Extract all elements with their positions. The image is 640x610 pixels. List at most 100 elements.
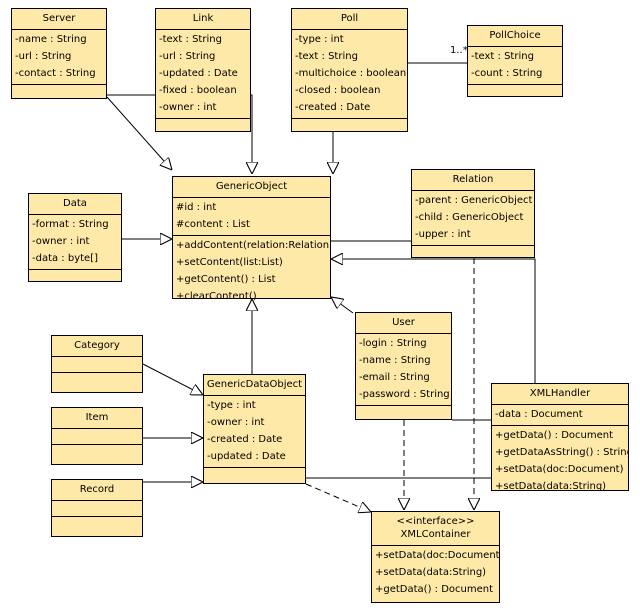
- member-row: -closed : boolean: [295, 85, 381, 96]
- class-name: Link: [192, 13, 214, 24]
- class-name: Poll: [340, 13, 359, 24]
- member-row: -login : String: [359, 338, 427, 349]
- edge-genericdataobject-xmlcontainer: [305, 483, 371, 512]
- member-row: -type : int: [207, 400, 256, 411]
- member-row: -contact : String: [15, 68, 96, 79]
- member-row: -upper : int: [415, 229, 471, 240]
- attributes-section: -data : Document: [492, 404, 628, 425]
- member-row: -updated : Date: [159, 68, 238, 79]
- methods-section: [292, 118, 407, 134]
- member-row: #id : int: [176, 202, 217, 213]
- methods-section: [52, 372, 142, 388]
- class-item[interactable]: Item: [51, 407, 143, 465]
- member-row: -email : String: [359, 372, 430, 383]
- stereotype-label: <<interface>>: [396, 516, 475, 527]
- class-name: Item: [85, 412, 109, 423]
- attributes-section: [52, 500, 142, 516]
- member-row: -multichoice : boolean: [295, 68, 407, 79]
- class-name: GenericDataObject: [206, 379, 303, 390]
- class-name: Data: [63, 198, 87, 209]
- member-row: -type : int: [295, 34, 344, 45]
- member-row: +getData() : Document: [495, 430, 614, 441]
- class-server[interactable]: Server -name : String -url : String -conta…: [11, 8, 107, 99]
- member-row: -text : String: [471, 51, 534, 62]
- interface-xmlcontainer[interactable]: <<interface>> XMLContainer +setData(doc:…: [371, 511, 500, 603]
- member-row: +setData(data:String): [375, 567, 487, 578]
- class-name: Server: [42, 13, 76, 24]
- class-user[interactable]: User -login : String -name : String -email…: [355, 312, 452, 420]
- methods-section: [12, 84, 106, 100]
- methods-section: +setData(doc:Document) +setData(data:Stri…: [372, 545, 499, 600]
- attributes-section: [52, 428, 142, 444]
- attributes-section: -type : int -text : String -multichoice : …: [292, 29, 407, 118]
- member-row: -parent : GenericObject: [415, 195, 533, 206]
- member-row: -owner : int: [159, 102, 217, 113]
- class-link[interactable]: Link -text : String -url : String -updated…: [155, 8, 251, 132]
- class-name: User: [392, 317, 415, 328]
- member-row: +clearContent(): [176, 291, 257, 302]
- member-row: -format : String: [32, 219, 109, 230]
- member-row: -name : String: [15, 34, 87, 45]
- member-row: +getContent() : List: [176, 274, 276, 285]
- methods-section: [356, 405, 451, 421]
- member-row: +setData(doc:Document): [375, 550, 499, 561]
- attributes-section: -login : String -name : String -email : St…: [356, 333, 451, 405]
- class-name: Relation: [452, 174, 494, 185]
- member-row: +addContent(relation:Relation): [176, 240, 330, 251]
- member-row: -url : String: [159, 51, 216, 62]
- methods-section: [156, 118, 250, 134]
- member-row: #content : List: [176, 219, 250, 230]
- member-row: +getData() : Document: [375, 584, 494, 595]
- class-name: GenericObject: [215, 181, 288, 192]
- member-row: +setData(data:String): [495, 481, 607, 492]
- member-row: -updated : Date: [207, 451, 286, 462]
- edge-category-genericdataobject: [142, 363, 203, 395]
- methods-section: +getData() : Document +getDataAsString() …: [492, 425, 628, 497]
- member-row: -owner : int: [32, 236, 90, 247]
- attributes-section: -parent : GenericObject -child : GenericO…: [412, 190, 534, 245]
- methods-section: +addContent(relation:Relation) +setConten…: [173, 235, 330, 307]
- member-row: +setContent(list:List): [176, 257, 283, 268]
- methods-section: [52, 516, 142, 532]
- class-name: XMLContainer: [400, 529, 471, 540]
- class-genericdataobject[interactable]: GenericDataObject -type : int -owner : in…: [203, 374, 306, 484]
- class-name: XMLHandler: [529, 388, 591, 399]
- member-row: -count : String: [471, 68, 543, 79]
- member-row: -text : String: [159, 34, 222, 45]
- class-pollchoice[interactable]: PollChoice -text : String -count : String: [467, 25, 563, 97]
- member-row: -created : Date: [295, 102, 371, 113]
- attributes-section: -format : String -owner : int -data : byte…: [29, 214, 121, 269]
- class-name: Category: [74, 340, 120, 351]
- attributes-section: [52, 356, 142, 372]
- class-name: PollChoice: [489, 30, 541, 41]
- member-row: -created : Date: [207, 434, 283, 445]
- member-row: +setData(doc:Document): [495, 464, 624, 475]
- member-row: -data : Document: [495, 409, 583, 420]
- member-row: -data : byte[]: [32, 253, 99, 264]
- attributes-section: -text : String -count : String: [468, 46, 562, 84]
- member-row: -url : String: [15, 51, 72, 62]
- class-poll[interactable]: Poll -type : int -text : String -multichoi…: [291, 8, 408, 132]
- member-row: -name : String: [359, 355, 431, 366]
- attributes-section: #id : int #content : List: [173, 197, 330, 235]
- methods-section: [52, 444, 142, 460]
- class-relation[interactable]: Relation -parent : GenericObject -child :…: [411, 169, 535, 258]
- multiplicity-label: 1..*: [450, 45, 468, 56]
- attributes-section: -type : int -owner : int -created : Date -u…: [204, 395, 305, 467]
- class-name: Record: [79, 484, 115, 495]
- methods-section: [29, 269, 121, 285]
- methods-section: [412, 245, 534, 261]
- class-xmlhandler[interactable]: XMLHandler -data : Document +getData() :…: [491, 383, 629, 492]
- attributes-section: -name : String -url : String -contact : St…: [12, 29, 106, 84]
- member-row: -text : String: [295, 51, 358, 62]
- member-row: -owner : int: [207, 417, 265, 428]
- member-row: -child : GenericObject: [415, 212, 524, 223]
- class-category[interactable]: Category: [51, 335, 143, 393]
- methods-section: [468, 84, 562, 100]
- member-row: +getDataAsString() : String: [495, 447, 628, 458]
- interface-header: <<interface>> XMLContainer: [372, 512, 499, 545]
- class-record[interactable]: Record: [51, 479, 143, 537]
- class-data[interactable]: Data -format : String -owner : int -data :…: [28, 193, 122, 282]
- class-genericobject[interactable]: GenericObject #id : int #content : List +…: [172, 176, 331, 302]
- methods-section: [204, 467, 305, 483]
